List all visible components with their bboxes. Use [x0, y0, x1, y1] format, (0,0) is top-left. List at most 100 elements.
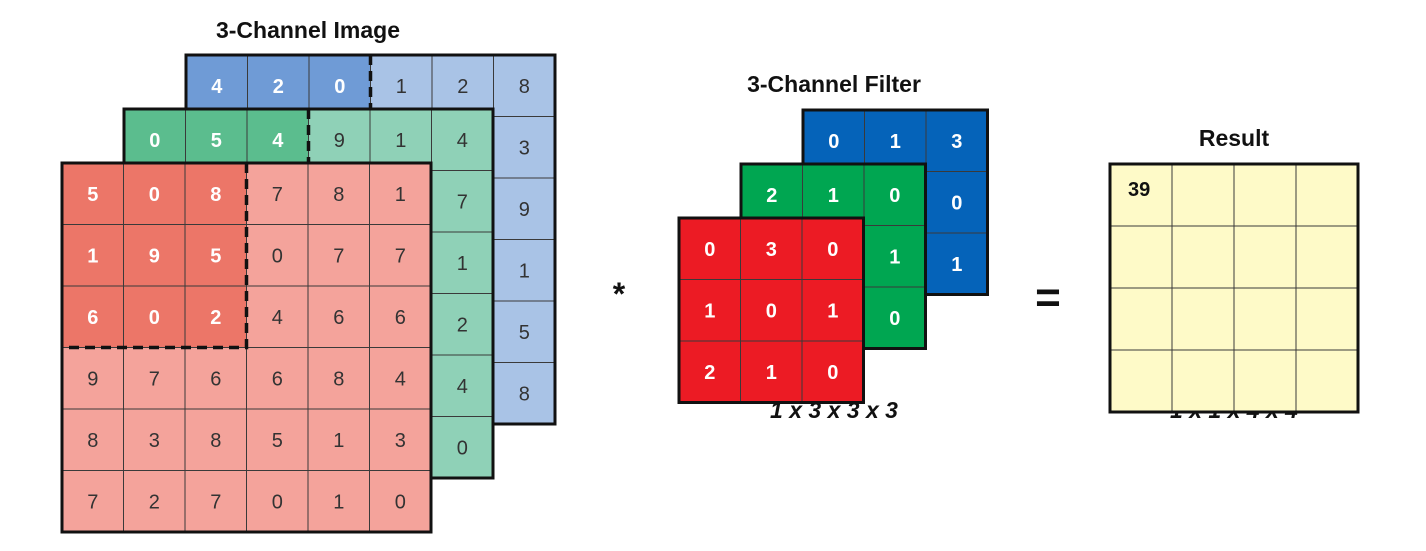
image-channel-blue-cell: [493, 239, 556, 302]
image-channel-red-value: 3: [395, 430, 406, 452]
image-channel-red-cell: [246, 162, 309, 225]
filter-channel-red-cell: [740, 217, 803, 280]
equals-operator: =: [1035, 273, 1061, 322]
image-channel-red-value: 1: [395, 184, 406, 206]
image-channel-green-cell: [431, 170, 494, 233]
image-channel-red-value: 8: [333, 368, 344, 390]
filter-channel-blue-value: 0: [951, 192, 962, 214]
image-channels: 4201289147532393897626413125458017980549…: [60, 53, 557, 534]
image-channel-red-value: 8: [210, 430, 221, 452]
image-channel-red-value: 0: [149, 184, 160, 206]
filter-channel-red-value: 1: [766, 362, 777, 384]
image-channel-green-value: 2: [457, 314, 468, 336]
image-channel-blue-cell: [185, 54, 248, 117]
image-channel-red-cell: [369, 347, 432, 410]
image-channel-red-value: 1: [333, 430, 344, 452]
filter-channel-red-value: 1: [827, 300, 838, 322]
image-channel-red-cell: [61, 408, 124, 471]
image-channel-red-value: 0: [149, 307, 160, 329]
filter-channels: 013540921210301410030101210: [677, 108, 989, 404]
image-channel-red-value: 9: [149, 245, 160, 267]
filter-channel-green-cell: [863, 286, 926, 349]
image-channel-blue-value: 3: [519, 137, 530, 159]
filter-channel-red-value: 3: [766, 239, 777, 261]
image-channel-red-cell: [307, 285, 370, 348]
filter-channel-red-value: 0: [827, 362, 838, 384]
image-channel-red-cell: [184, 408, 247, 471]
image-channel-red-value: 2: [210, 307, 221, 329]
result-cell: [1233, 163, 1297, 227]
image-channel-green-value: 0: [149, 130, 160, 152]
image-channel-red-value: 6: [333, 307, 344, 329]
image-channel-green-value: 1: [395, 130, 406, 152]
filter-channel-red-value: 0: [704, 239, 715, 261]
filter-channel-blue-value: 3: [951, 131, 962, 153]
image-channel-red-value: 8: [210, 184, 221, 206]
image-title: 3-Channel Image: [216, 17, 400, 43]
result-border: [1108, 162, 1360, 414]
image-channel-red-value: 4: [395, 368, 406, 390]
image-channel-red-value: 0: [272, 491, 283, 513]
filter-channel-red-border: [677, 216, 865, 404]
image-channel-blue-value: 9: [519, 199, 530, 221]
image-channel-green-cell: [369, 108, 432, 171]
image-channel-green-cell: [431, 416, 494, 479]
filter-channel-red-cell: [801, 340, 864, 403]
image-channel-red-value: 1: [333, 491, 344, 513]
image-channel-blue-cell: [370, 54, 433, 117]
filter-channel-red-value: 0: [766, 300, 777, 322]
image-channel-blue-value: 1: [396, 76, 407, 98]
image-channel-green-value: 4: [457, 376, 468, 398]
result-cell: [1295, 163, 1359, 227]
image-channel-green-value: 1: [457, 253, 468, 275]
image-channel-blue-value: 2: [457, 76, 468, 98]
image-channel-green-value: 4: [457, 130, 468, 152]
image-channel-blue-value: 4: [211, 76, 223, 98]
result-cell: [1171, 225, 1235, 289]
image-channel-red-cell: [184, 285, 247, 348]
filter-channel-green-value: 1: [889, 246, 900, 268]
image-channel-red-value: 8: [87, 430, 98, 452]
filter-channel-red-value: 1: [704, 300, 715, 322]
image-channel-red-value: 0: [395, 491, 406, 513]
image-channel-red-value: 7: [210, 491, 221, 513]
image-channel-red-cell: [307, 224, 370, 287]
result-channel: 39: [1108, 162, 1360, 414]
image-channel-red-cell: [369, 408, 432, 471]
filter-channel-green-value: 2: [766, 185, 777, 207]
result-cell: [1109, 225, 1173, 289]
result-cell: [1295, 287, 1359, 351]
multiply-operator: *: [613, 276, 626, 312]
image-channel-green-value: 0: [457, 437, 468, 459]
image-channel-red-value: 6: [87, 307, 98, 329]
image-channel-red-value: 7: [395, 245, 406, 267]
result-cell: [1109, 287, 1173, 351]
filter-channel-green-value: 1: [828, 185, 839, 207]
result-cell: [1233, 225, 1297, 289]
image-channel-blue-cell: [431, 54, 494, 117]
filter-channel-green-cell: [863, 163, 926, 226]
image-channel-green-cell: [308, 108, 371, 171]
image-channel-red-value: 6: [272, 368, 283, 390]
filter-channel-green-value: 0: [889, 185, 900, 207]
image-channel-red-value: 9: [87, 368, 98, 390]
image-channel-green-cell: [431, 354, 494, 417]
result-cell: [1233, 287, 1297, 351]
image-channel-red-cell: [61, 285, 124, 348]
image-channel-red-value: 6: [210, 368, 221, 390]
image-channel-blue-cell: [493, 177, 556, 240]
image-channel-green-value: 4: [272, 130, 284, 152]
image-channel-red-cell: [246, 408, 309, 471]
result-cell: [1295, 349, 1359, 413]
result-cell: [1171, 287, 1235, 351]
filter-title: 3-Channel Filter: [747, 71, 921, 97]
filter-channel-blue-cell: [925, 171, 988, 234]
image-channel-red-cell: [369, 162, 432, 225]
filter-channel-red-cell: [740, 340, 803, 403]
image-channel-red-value: 7: [272, 184, 283, 206]
image-channel-red-cell: [369, 470, 432, 533]
image-channel-red-cell: [123, 347, 186, 410]
image-channel-red-value: 5: [210, 245, 221, 267]
filter-channel-red-value: 0: [827, 239, 838, 261]
